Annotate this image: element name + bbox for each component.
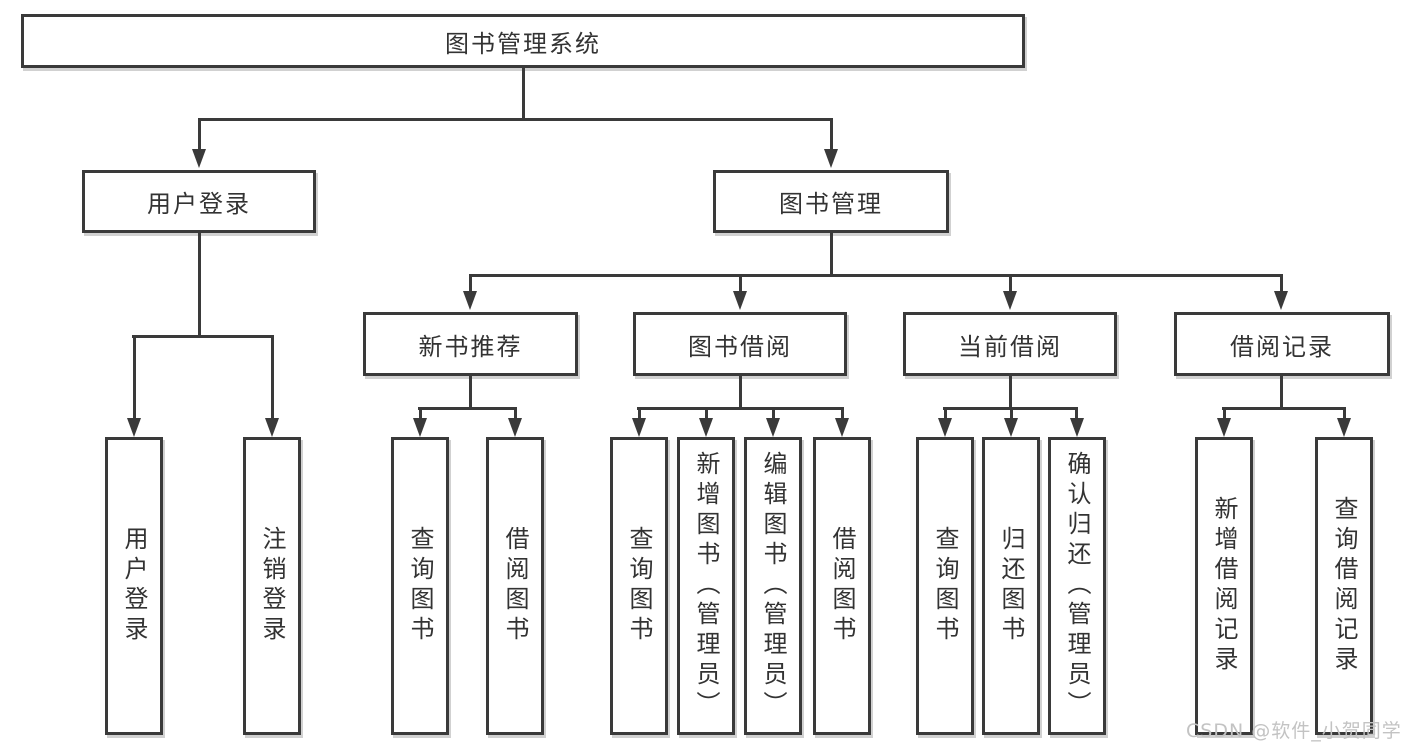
connector-line bbox=[198, 232, 201, 338]
arrow-down-icon bbox=[733, 291, 747, 310]
connector-line bbox=[830, 232, 833, 277]
node-borrow-records: 借阅记录 bbox=[1174, 312, 1390, 376]
arrow-down-icon bbox=[463, 291, 477, 310]
arrow-down-icon bbox=[1003, 291, 1017, 310]
leaf-label: 注销登录 bbox=[258, 526, 286, 646]
leaf-label: 编辑图书（管理员） bbox=[759, 451, 787, 721]
connector-line bbox=[1343, 407, 1346, 420]
leaf-confirm-return-admin: 确认归还（管理员） bbox=[1048, 437, 1106, 735]
node-current-borrow: 当前借阅 bbox=[903, 312, 1117, 376]
leaf-return-book: 归还图书 bbox=[982, 437, 1040, 735]
leaf-add-borrow-record: 新增借阅记录 bbox=[1195, 437, 1253, 735]
leaf-label: 查询图书 bbox=[931, 526, 959, 646]
connector-line bbox=[469, 375, 472, 410]
node-book-borrow: 图书借阅 bbox=[633, 312, 847, 376]
leaf-label: 查询图书 bbox=[406, 526, 434, 646]
connector-line bbox=[772, 407, 775, 420]
connector-line bbox=[514, 407, 517, 420]
arrow-down-icon bbox=[1337, 418, 1351, 437]
connector-line bbox=[1280, 274, 1283, 293]
leaf-edit-book-admin: 编辑图书（管理员） bbox=[744, 437, 802, 735]
connector-line bbox=[198, 118, 832, 121]
arrow-down-icon bbox=[127, 418, 141, 437]
connector-line bbox=[739, 375, 742, 410]
connector-line bbox=[841, 407, 844, 420]
arrow-down-icon bbox=[1070, 418, 1084, 437]
arrow-down-icon bbox=[413, 418, 427, 437]
arrow-down-icon bbox=[835, 418, 849, 437]
leaf-label: 新增图书（管理员） bbox=[692, 451, 720, 721]
leaf-label: 查询借阅记录 bbox=[1330, 496, 1358, 676]
leaf-user-login: 用户登录 bbox=[105, 437, 163, 735]
arrow-down-icon bbox=[699, 418, 713, 437]
connector-line bbox=[705, 407, 708, 420]
arrow-down-icon bbox=[1274, 291, 1288, 310]
leaf-query-borrow-record: 查询借阅记录 bbox=[1315, 437, 1373, 735]
connector-line bbox=[418, 407, 517, 410]
arrow-down-icon bbox=[938, 418, 952, 437]
arrow-down-icon bbox=[265, 418, 279, 437]
connector-line bbox=[1223, 407, 1226, 420]
connector-line bbox=[1009, 375, 1012, 410]
connector-line bbox=[271, 335, 274, 420]
arrow-down-icon bbox=[1004, 418, 1018, 437]
connector-line bbox=[830, 118, 833, 152]
leaf-label: 查询图书 bbox=[625, 526, 653, 646]
arrow-down-icon bbox=[192, 149, 206, 168]
connector-line bbox=[469, 274, 1283, 277]
connector-line bbox=[419, 407, 422, 420]
leaf-query-books-borrow: 查询图书 bbox=[610, 437, 668, 735]
leaf-label: 归还图书 bbox=[997, 526, 1025, 646]
connector-line bbox=[198, 118, 201, 152]
connector-line bbox=[132, 335, 274, 338]
arrow-down-icon bbox=[508, 418, 522, 437]
leaf-borrow-books: 借阅图书 bbox=[813, 437, 871, 735]
leaf-query-books-current: 查询图书 bbox=[916, 437, 974, 735]
arrow-down-icon bbox=[1217, 418, 1231, 437]
node-book-management: 图书管理 bbox=[713, 170, 949, 233]
connector-line bbox=[1280, 375, 1283, 410]
node-user-login: 用户登录 bbox=[82, 170, 316, 233]
leaf-borrow-books-recommend: 借阅图书 bbox=[486, 437, 544, 735]
arrow-down-icon bbox=[824, 149, 838, 168]
node-new-book-recommend: 新书推荐 bbox=[363, 312, 578, 376]
connector-line bbox=[638, 407, 641, 420]
leaf-label: 新增借阅记录 bbox=[1210, 496, 1238, 676]
connector-line bbox=[944, 407, 947, 420]
connector-line bbox=[469, 274, 472, 293]
connector-line bbox=[522, 66, 525, 118]
arrow-down-icon bbox=[766, 418, 780, 437]
arrow-down-icon bbox=[632, 418, 646, 437]
connector-line bbox=[1009, 274, 1012, 293]
leaf-logout: 注销登录 bbox=[243, 437, 301, 735]
connector-line bbox=[637, 407, 844, 410]
connector-line bbox=[1222, 407, 1345, 410]
leaf-add-book-admin: 新增图书（管理员） bbox=[677, 437, 735, 735]
leaf-label: 借阅图书 bbox=[501, 526, 529, 646]
connector-line bbox=[1075, 407, 1078, 420]
connector-line bbox=[739, 274, 742, 293]
leaf-label: 借阅图书 bbox=[828, 526, 856, 646]
connector-line bbox=[133, 335, 136, 420]
leaf-label: 用户登录 bbox=[120, 526, 148, 646]
csdn-watermark: CSDN @软件_小贺同学 bbox=[1186, 720, 1402, 742]
leaf-label: 确认归还（管理员） bbox=[1063, 451, 1091, 721]
leaf-query-books-recommend: 查询图书 bbox=[391, 437, 449, 735]
connector-line bbox=[1010, 407, 1013, 420]
node-root: 图书管理系统 bbox=[21, 14, 1025, 68]
